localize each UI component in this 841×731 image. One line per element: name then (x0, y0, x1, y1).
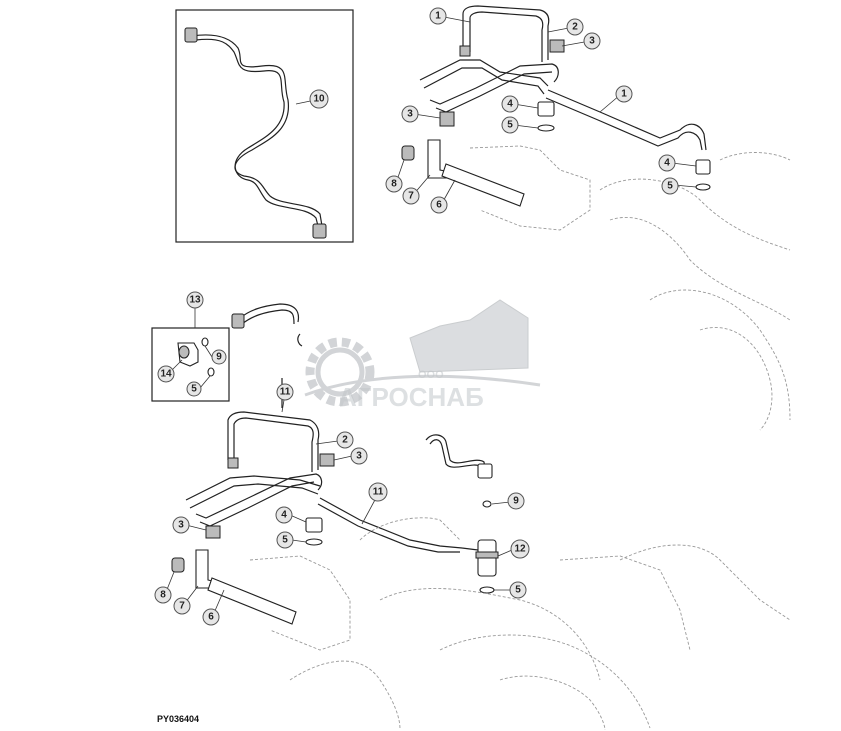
svg-text:8: 8 (160, 590, 166, 601)
svg-text:9: 9 (216, 352, 222, 363)
svg-text:4: 4 (664, 158, 670, 169)
callout-7-top: 7 (402, 187, 420, 205)
svg-text:1: 1 (621, 89, 627, 100)
callout-14: 14 (157, 365, 175, 383)
watermark-company-form: ООО (418, 369, 444, 381)
callout-1-top-a: 1 (429, 7, 447, 25)
svg-text:5: 5 (507, 120, 513, 131)
callout-3-bottom-a: 3 (350, 447, 368, 465)
svg-text:3: 3 (356, 451, 362, 462)
svg-text:6: 6 (208, 612, 214, 623)
bottom-injection-line-assembly (171, 303, 791, 731)
svg-text:8: 8 (391, 179, 397, 190)
svg-text:5: 5 (515, 585, 521, 596)
callout-3-bottom-b: 3 (172, 516, 190, 534)
svg-text:13: 13 (189, 295, 201, 306)
svg-text:5: 5 (667, 181, 673, 192)
svg-text:5: 5 (282, 535, 288, 546)
svg-text:10: 10 (313, 94, 325, 105)
watermark-company-name: АГРОСНАБ (338, 382, 484, 412)
callout-11-bottom-a: 11 (276, 383, 294, 401)
callout-5-bottom-a: 5 (276, 531, 294, 549)
svg-text:6: 6 (436, 200, 442, 211)
callout-11-bottom-b: 11 (368, 482, 388, 502)
svg-text:1: 1 (435, 11, 441, 22)
svg-text:7: 7 (179, 601, 185, 612)
callout-4-top-a: 4 (501, 95, 519, 113)
callout-3-top-a: 3 (583, 32, 601, 50)
reference-code: PY036404 (157, 714, 199, 724)
svg-text:3: 3 (178, 520, 184, 531)
svg-text:14: 14 (160, 369, 172, 380)
callout-13: 13 (186, 291, 204, 309)
svg-text:12: 12 (514, 544, 526, 555)
svg-text:2: 2 (572, 22, 578, 33)
svg-text:3: 3 (407, 109, 413, 120)
callout-6-top: 6 (430, 196, 448, 214)
svg-text:4: 4 (507, 99, 513, 110)
callout-6-bottom: 6 (202, 608, 220, 626)
svg-text:11: 11 (373, 487, 384, 498)
svg-text:4: 4 (281, 510, 287, 521)
callout-4-top-b: 4 (658, 154, 676, 172)
callout-2-top: 2 (566, 18, 584, 36)
svg-text:2: 2 (342, 435, 348, 446)
watermark-logo: ООО АГРОСНАБ (304, 299, 541, 412)
callout-10: 10 (309, 89, 329, 109)
svg-text:9: 9 (513, 496, 519, 507)
callout-5-top-b: 5 (661, 177, 679, 195)
callout-1-top-b: 1 (615, 85, 633, 103)
callout-4-bottom: 4 (275, 506, 293, 524)
callout-2-bottom: 2 (336, 431, 354, 449)
callout-7-bottom: 7 (173, 597, 191, 615)
callout-3-top-b: 3 (401, 105, 419, 123)
top-injection-line-assembly (401, 5, 791, 431)
callout-8-bottom: 8 (154, 586, 172, 604)
svg-text:5: 5 (191, 384, 197, 395)
callout-9-inset: 9 (211, 349, 227, 365)
callout-5-inset: 5 (186, 381, 202, 397)
top-leader-lines (295, 16, 697, 206)
svg-text:7: 7 (408, 191, 414, 202)
svg-text:3: 3 (589, 36, 595, 47)
callout-5-bottom-b: 5 (509, 581, 527, 599)
callout-5-top-a: 5 (501, 116, 519, 134)
callout-8-top: 8 (385, 175, 403, 193)
detail-box-pipe-10 (175, 9, 354, 243)
svg-text:11: 11 (280, 387, 291, 398)
callout-9-bottom: 9 (507, 492, 525, 510)
callout-12: 12 (510, 539, 530, 559)
